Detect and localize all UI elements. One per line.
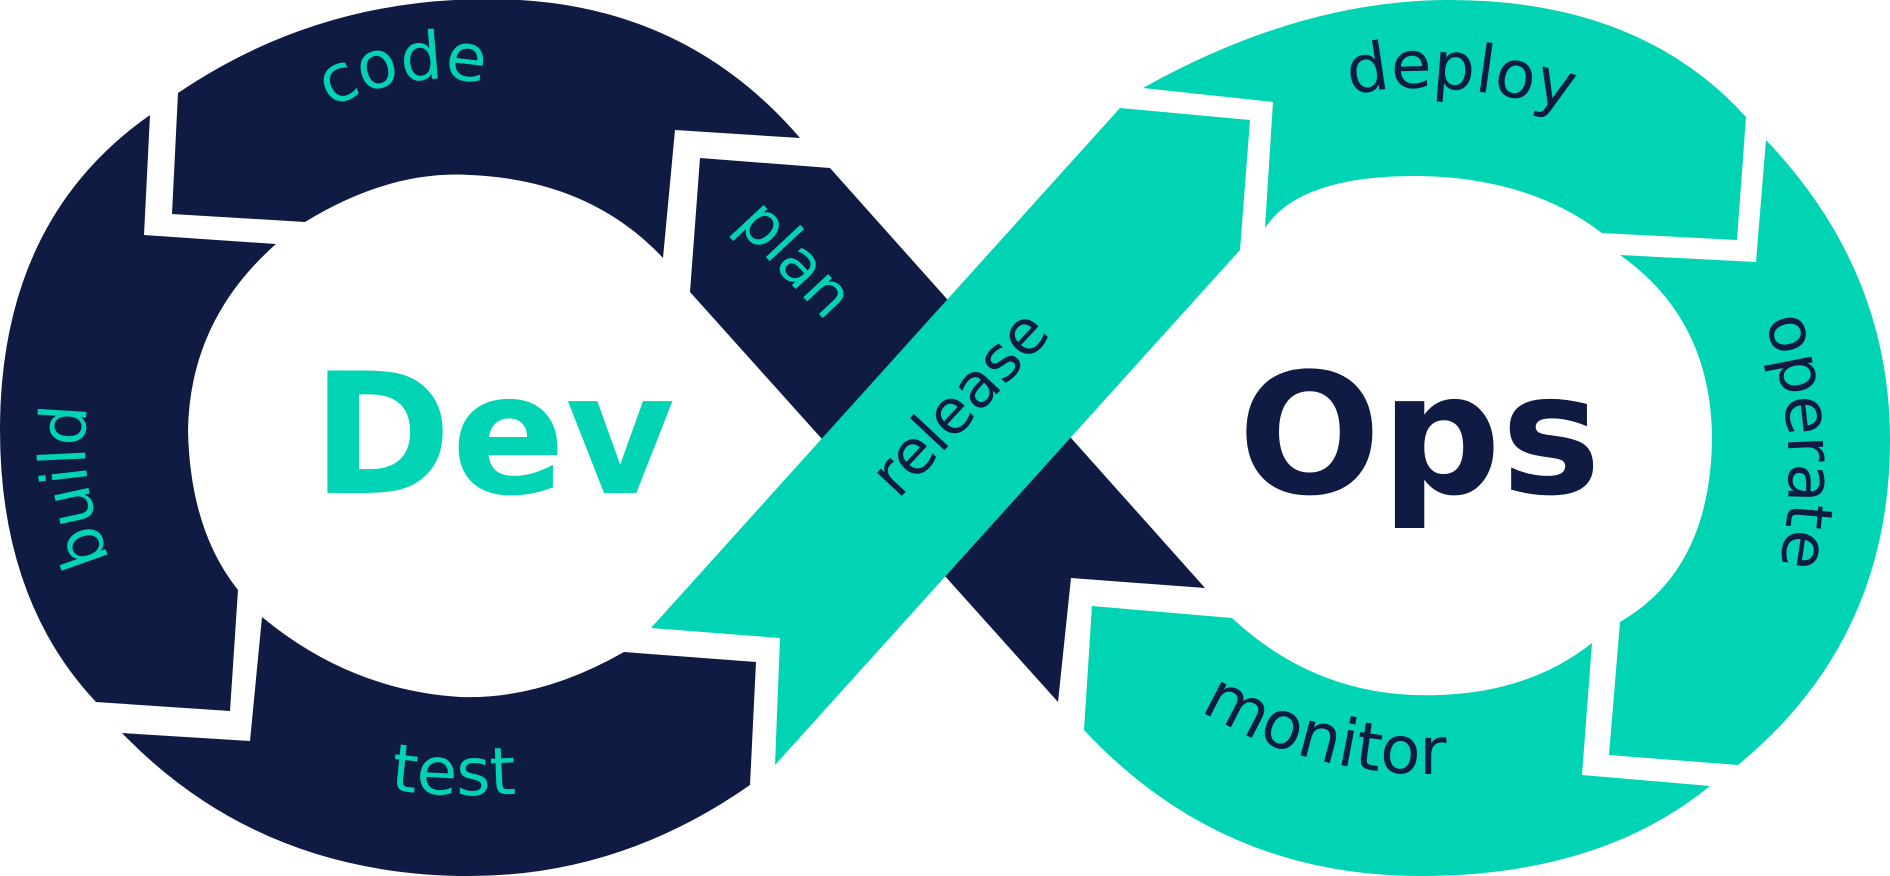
dev-segment-test	[122, 617, 756, 876]
dev-segment-build	[0, 115, 276, 711]
ops-segment-monitor	[1084, 606, 1710, 876]
label-test: test	[388, 729, 517, 811]
ops-segment-deploy	[1143, 0, 1746, 240]
ops-segment-operate	[1609, 140, 1890, 765]
ops-loop	[651, 0, 1890, 876]
dev-title: Dev	[312, 337, 675, 533]
dev-segment-code	[172, 0, 800, 258]
ops-title: Ops	[1238, 337, 1601, 533]
ops-segment-release	[651, 108, 1250, 765]
